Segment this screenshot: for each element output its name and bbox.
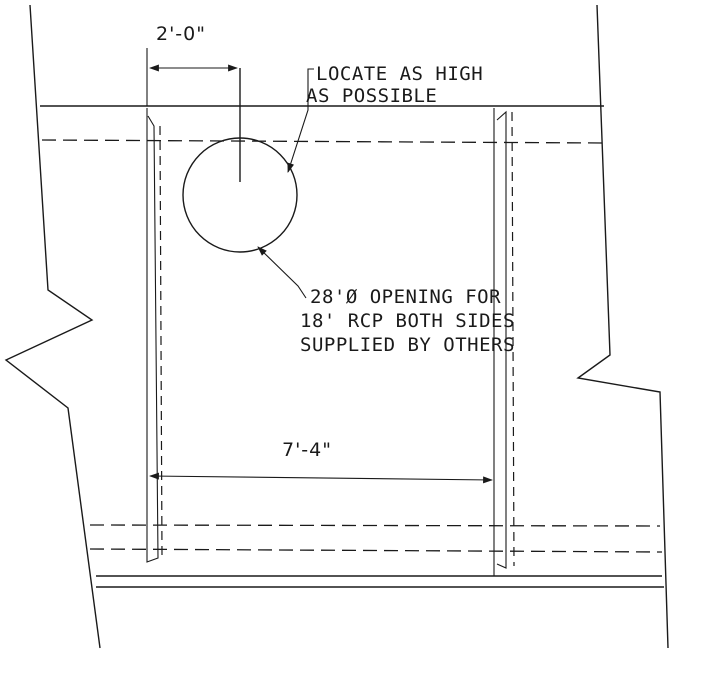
right-opening-chamfer (496, 110, 507, 569)
left-wall-edge (4, 4, 101, 649)
hidden-line-bottom-2 (89, 548, 663, 553)
opening-leader (257, 246, 307, 299)
note-locate-line1: LOCATE AS HIGH (316, 63, 483, 85)
note-opening-line3: SUPPLIED BY OTHERS (300, 334, 515, 356)
note-locate-line2: AS POSSIBLE (306, 85, 437, 107)
note-opening-line1: 28'Ø OPENING FOR (310, 286, 501, 308)
left-opening-hidden (159, 125, 163, 557)
left-opening-edge (146, 108, 159, 563)
locate-leader (287, 68, 314, 173)
hidden-line-top (41, 139, 607, 144)
bottom-dim-line (149, 472, 493, 484)
hidden-line-bottom-1 (89, 524, 661, 527)
top-dimension-label: 2'-0" (156, 23, 206, 45)
right-opening-hidden (511, 111, 515, 567)
bottom-dimension-label: 7'-4" (282, 439, 332, 461)
right-wall-edge (576, 4, 669, 649)
note-opening-line2: 18' RCP BOTH SIDES (300, 310, 515, 332)
